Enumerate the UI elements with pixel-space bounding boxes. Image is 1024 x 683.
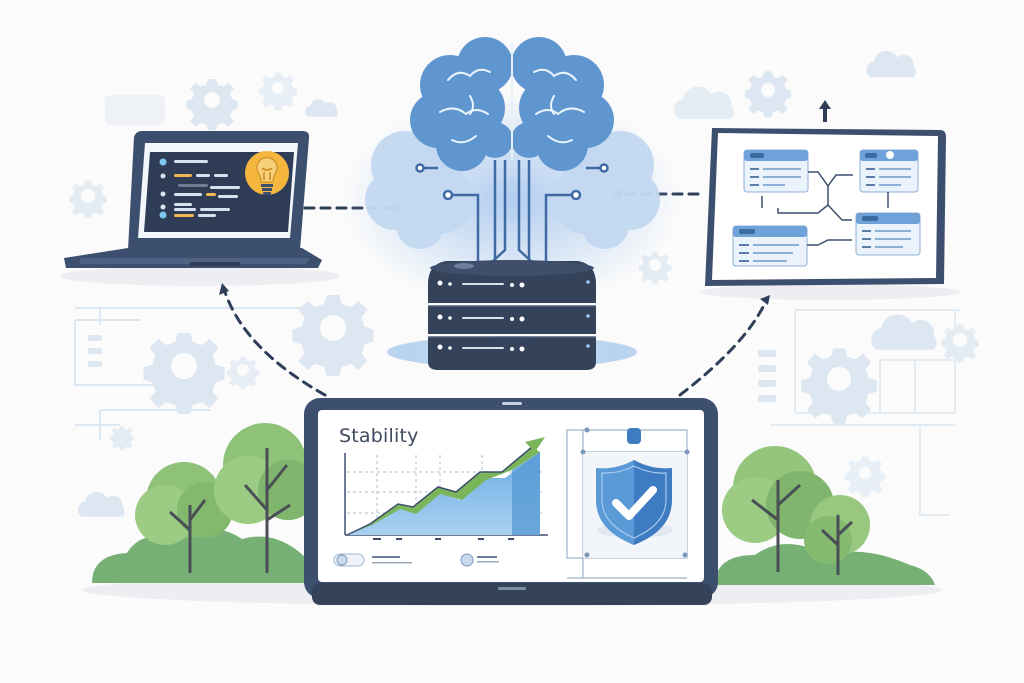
workflow-card <box>743 149 809 193</box>
neural-connectors <box>415 160 609 263</box>
arrowhead-icon <box>219 283 229 295</box>
brain-icon <box>410 37 614 171</box>
workflow-card <box>855 212 921 256</box>
workflow-card <box>859 149 919 193</box>
server-stack <box>387 260 637 370</box>
server-unit <box>428 260 596 303</box>
cloud-icon <box>673 86 734 119</box>
server-unit <box>428 336 596 370</box>
arrow-up-icon <box>819 100 831 109</box>
shield-check-icon <box>596 460 672 545</box>
lightbulb-icon <box>245 151 289 195</box>
trees-left <box>92 423 318 583</box>
cloud-icon <box>305 99 338 117</box>
stability-chart <box>344 437 548 540</box>
arrow-stability-to-board <box>678 301 767 397</box>
security-panel <box>566 427 690 579</box>
server-unit <box>428 305 596 334</box>
gear-icon <box>109 426 135 451</box>
lock-icon <box>627 428 641 444</box>
stability-monitor <box>304 398 718 605</box>
trees-right <box>715 446 935 585</box>
chart-legend <box>333 553 499 567</box>
laptop-left <box>64 131 322 268</box>
cloud-icon <box>866 50 916 78</box>
workflow-card <box>732 225 808 267</box>
arrow-stability-to-laptop <box>223 290 327 397</box>
code-lines <box>159 158 240 219</box>
arrowhead-icon <box>760 295 770 305</box>
cloud-icon <box>871 314 937 350</box>
stability-title: Stability <box>339 425 419 447</box>
workflow-board <box>705 128 946 286</box>
background-decor <box>69 50 979 517</box>
cloud-icon <box>78 491 125 517</box>
